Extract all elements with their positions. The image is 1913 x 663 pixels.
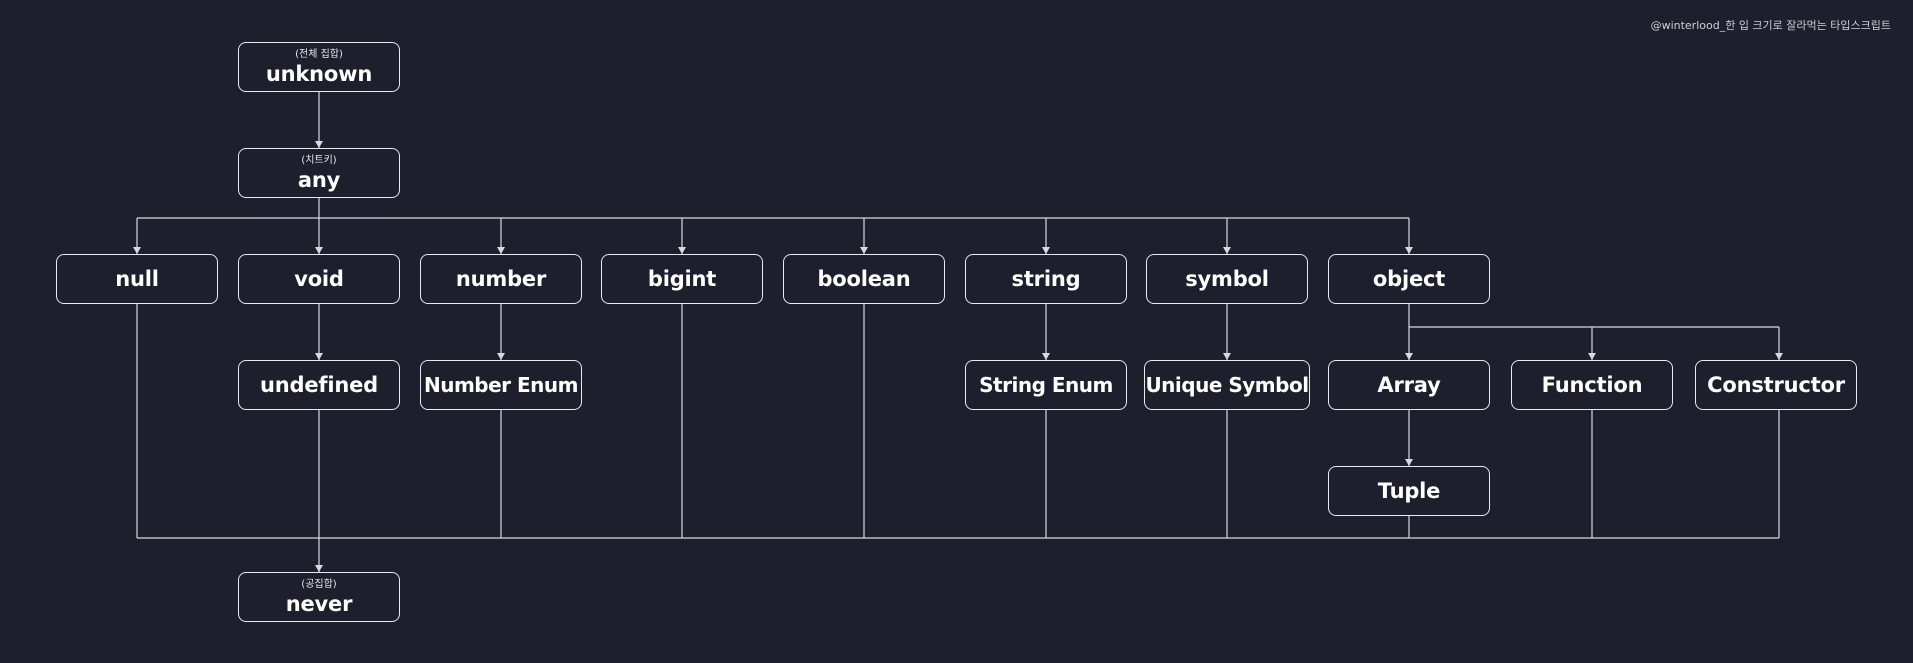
- node-null: null: [56, 254, 218, 304]
- arrowhead: [133, 247, 141, 254]
- arrowhead: [315, 141, 323, 148]
- node-undefined: undefined: [238, 360, 400, 410]
- arrowhead: [1405, 247, 1413, 254]
- node-object-label: object: [1372, 267, 1446, 291]
- arrowhead: [1223, 247, 1231, 254]
- node-string-enum: String Enum: [965, 360, 1127, 410]
- arrowhead: [1042, 247, 1050, 254]
- node-any-subtitle: (치트키): [301, 154, 337, 166]
- watermark: @winterlood_한 입 크기로 잘라먹는 타입스크립트: [1650, 19, 1891, 32]
- node-number-enum-label: Number Enum: [423, 373, 579, 397]
- node-unique-symbol-label: Unique Symbol: [1145, 373, 1309, 397]
- arrowhead: [860, 247, 868, 254]
- node-void-label: void: [294, 267, 344, 291]
- arrowhead: [497, 353, 505, 360]
- arrowhead: [1775, 353, 1783, 360]
- node-function: Function: [1511, 360, 1673, 410]
- arrowhead: [497, 247, 505, 254]
- arrowhead: [315, 247, 323, 254]
- node-function-label: Function: [1541, 373, 1643, 397]
- node-array-label: Array: [1377, 373, 1441, 397]
- node-string-label: string: [1011, 267, 1081, 291]
- node-never: (공집합) never: [238, 572, 400, 622]
- node-undefined-label: undefined: [260, 373, 378, 397]
- arrowhead: [1405, 459, 1413, 466]
- node-number-enum: Number Enum: [420, 360, 582, 410]
- node-null-label: null: [115, 267, 159, 291]
- node-unique-symbol: Unique Symbol: [1144, 360, 1310, 410]
- node-never-label: never: [285, 591, 353, 616]
- node-never-subtitle: (공집합): [301, 578, 337, 590]
- arrowhead: [1588, 353, 1596, 360]
- node-tuple-label: Tuple: [1377, 479, 1441, 503]
- node-number-label: number: [455, 267, 547, 291]
- node-symbol-label: symbol: [1185, 267, 1269, 291]
- arrowhead: [1405, 353, 1413, 360]
- node-boolean-label: boolean: [817, 267, 911, 291]
- node-tuple: Tuple: [1328, 466, 1490, 516]
- node-array: Array: [1328, 360, 1490, 410]
- node-constructor: Constructor: [1695, 360, 1857, 410]
- node-bigint: bigint: [601, 254, 763, 304]
- node-unknown-subtitle: (전체 집합): [295, 48, 343, 60]
- node-any-label: any: [297, 167, 341, 192]
- node-void: void: [238, 254, 400, 304]
- arrowhead: [1042, 353, 1050, 360]
- arrowhead: [315, 353, 323, 360]
- node-object: object: [1328, 254, 1490, 304]
- node-string-enum-label: String Enum: [979, 373, 1113, 397]
- node-symbol: symbol: [1146, 254, 1308, 304]
- node-boolean: boolean: [783, 254, 945, 304]
- arrowhead: [1223, 353, 1231, 360]
- arrowhead: [678, 247, 686, 254]
- node-constructor-label: Constructor: [1707, 373, 1845, 397]
- node-any: (치트키) any: [238, 148, 400, 198]
- node-unknown-label: unknown: [265, 61, 373, 86]
- node-number: number: [420, 254, 582, 304]
- arrowhead: [315, 565, 323, 572]
- node-string: string: [965, 254, 1127, 304]
- node-unknown: (전체 집합) unknown: [238, 42, 400, 92]
- node-bigint-label: bigint: [647, 267, 717, 291]
